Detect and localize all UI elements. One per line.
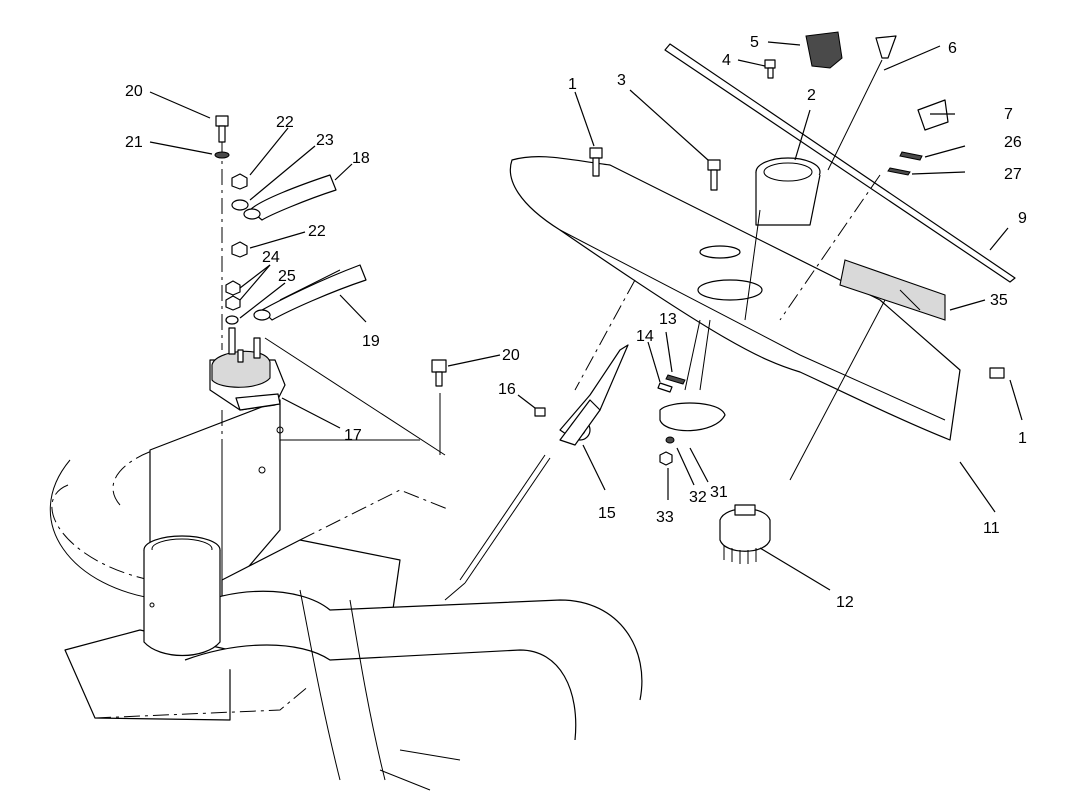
decal-9: [664, 43, 1016, 283]
callout-1-upper: 1: [568, 76, 577, 93]
callout-13: 13: [659, 311, 677, 328]
clip-26: [899, 151, 923, 161]
washer-25: [225, 315, 239, 325]
callout-7: 7: [1004, 106, 1013, 123]
nut-24a: [225, 280, 241, 296]
switch-7: [917, 99, 949, 131]
bolt-20-head: [215, 115, 229, 127]
cable-18: [249, 174, 337, 221]
spacer-16: [534, 407, 546, 417]
bolt-20-right-head: [431, 359, 447, 373]
lockwasher-23: [231, 199, 249, 211]
callout-18: 18: [352, 150, 370, 167]
callout-20-upper: 20: [125, 83, 143, 100]
bezel-31: [659, 402, 726, 432]
callout-19: 19: [362, 333, 380, 350]
callout-23: 23: [316, 132, 334, 149]
callout-22-upper: 22: [276, 114, 294, 131]
knob-5: [805, 31, 843, 69]
callout-20-lower: 20: [502, 347, 520, 364]
callout-14: 14: [636, 328, 654, 345]
callout-11: 11: [983, 520, 1000, 537]
callout-4: 4: [722, 52, 731, 69]
callout-1-lower: 1: [1018, 430, 1027, 447]
callout-12: 12: [836, 594, 854, 611]
callout-17: 17: [344, 427, 362, 444]
clip-13: [665, 374, 686, 385]
ignition-switch-12: [719, 508, 771, 552]
callout-27: 27: [1004, 166, 1022, 183]
decal-35: [839, 259, 946, 321]
callout-3: 3: [617, 72, 626, 89]
solenoid-stack: [209, 115, 447, 540]
callout-labels: 20 21 22 23 18 22 24 25 19 20 17 1 3 4 5…: [125, 34, 1027, 611]
callout-31: 31: [710, 484, 728, 501]
callout-6: 6: [948, 40, 957, 57]
control-panel-assembly: [509, 31, 1016, 481]
callout-35: 35: [990, 292, 1008, 309]
callout-32: 32: [689, 489, 707, 506]
callout-24: 24: [262, 249, 280, 266]
washer-21: [214, 151, 230, 159]
frame-assembly: [49, 399, 643, 791]
clip-27: [887, 167, 911, 176]
callout-15: 15: [598, 505, 616, 522]
pin-14: [657, 382, 673, 393]
callout-5: 5: [750, 34, 759, 51]
choke-6-head: [875, 35, 897, 59]
callout-26: 26: [1004, 134, 1022, 151]
callout-33: 33: [656, 509, 674, 526]
callout-25: 25: [278, 268, 296, 285]
callout-9: 9: [1018, 210, 1027, 227]
callout-2: 2: [807, 87, 816, 104]
callout-16: 16: [498, 381, 516, 398]
nut-24b: [225, 295, 241, 311]
nut-22-upper: [231, 173, 248, 190]
callout-21: 21: [125, 134, 143, 151]
bolt-20-shank: [218, 125, 226, 143]
leader-lines: [149, 41, 1023, 591]
throttle-assembly: [444, 319, 771, 601]
nut-22-lower: [231, 241, 248, 258]
callout-22-lower: 22: [308, 223, 326, 240]
nut-33: [659, 451, 673, 466]
washer-32: [665, 436, 675, 444]
